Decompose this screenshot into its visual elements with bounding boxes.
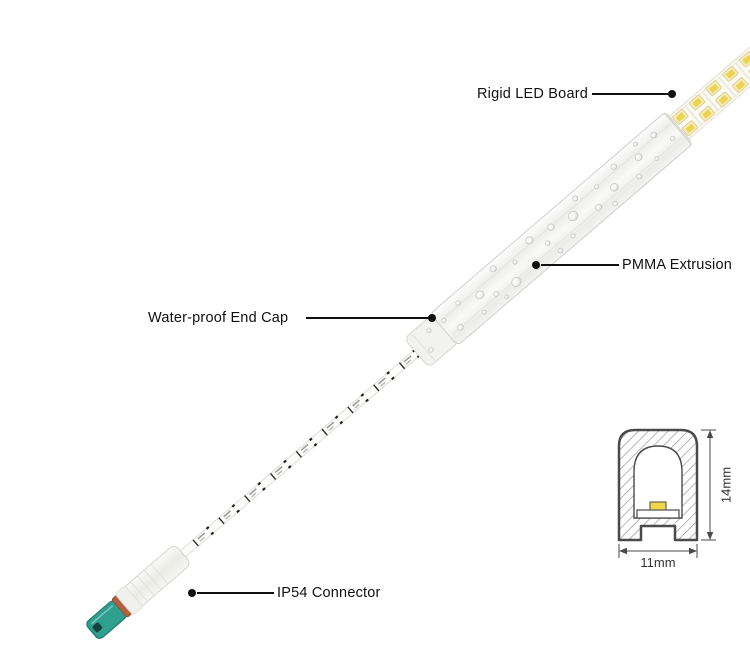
- water-droplets: [426, 131, 676, 353]
- callout-label-pmma-extrusion: PMMA Extrusion: [622, 257, 732, 273]
- width-dimension-label: 11mm: [640, 555, 675, 570]
- callout-dot-pmma-extrusion: [532, 261, 540, 269]
- callout-label-ip54-connector: IP54 Connector: [277, 585, 381, 601]
- callout-line-rigid-led-board: [592, 93, 668, 95]
- callout-label-waterproof-end-cap: Water-proof End Cap: [148, 310, 289, 326]
- dimension-height: 14mm: [701, 429, 733, 541]
- callout-line-pmma-extrusion: [541, 264, 619, 266]
- callout-label-rigid-led-board: Rigid LED Board: [477, 86, 588, 102]
- callout-line-ip54-connector: [197, 592, 274, 594]
- cross-section-pcb: [636, 509, 680, 519]
- pmma-extrusion-graphic: [431, 112, 693, 345]
- callout-dot-rigid-led-board: [668, 90, 676, 98]
- ip54-connector-graphic: [86, 545, 190, 639]
- callout-dot-ip54-connector: [188, 589, 196, 597]
- extrusion-cavity-outline: [633, 445, 683, 519]
- height-dimension-label: 14mm: [718, 467, 733, 503]
- cross-section-drawing: 14mm 11mm: [617, 428, 733, 570]
- led-strip-product: [86, 25, 750, 639]
- callout-dot-waterproof-end-cap: [428, 314, 436, 322]
- extrusion-profile-outline: [617, 428, 699, 542]
- flexible-strip-graphic: [176, 346, 423, 561]
- callout-line-waterproof-end-cap: [306, 317, 429, 319]
- dimension-width: 11mm: [618, 544, 698, 570]
- cross-section-led: [649, 501, 667, 511]
- rigid-led-board-graphic: [667, 25, 750, 142]
